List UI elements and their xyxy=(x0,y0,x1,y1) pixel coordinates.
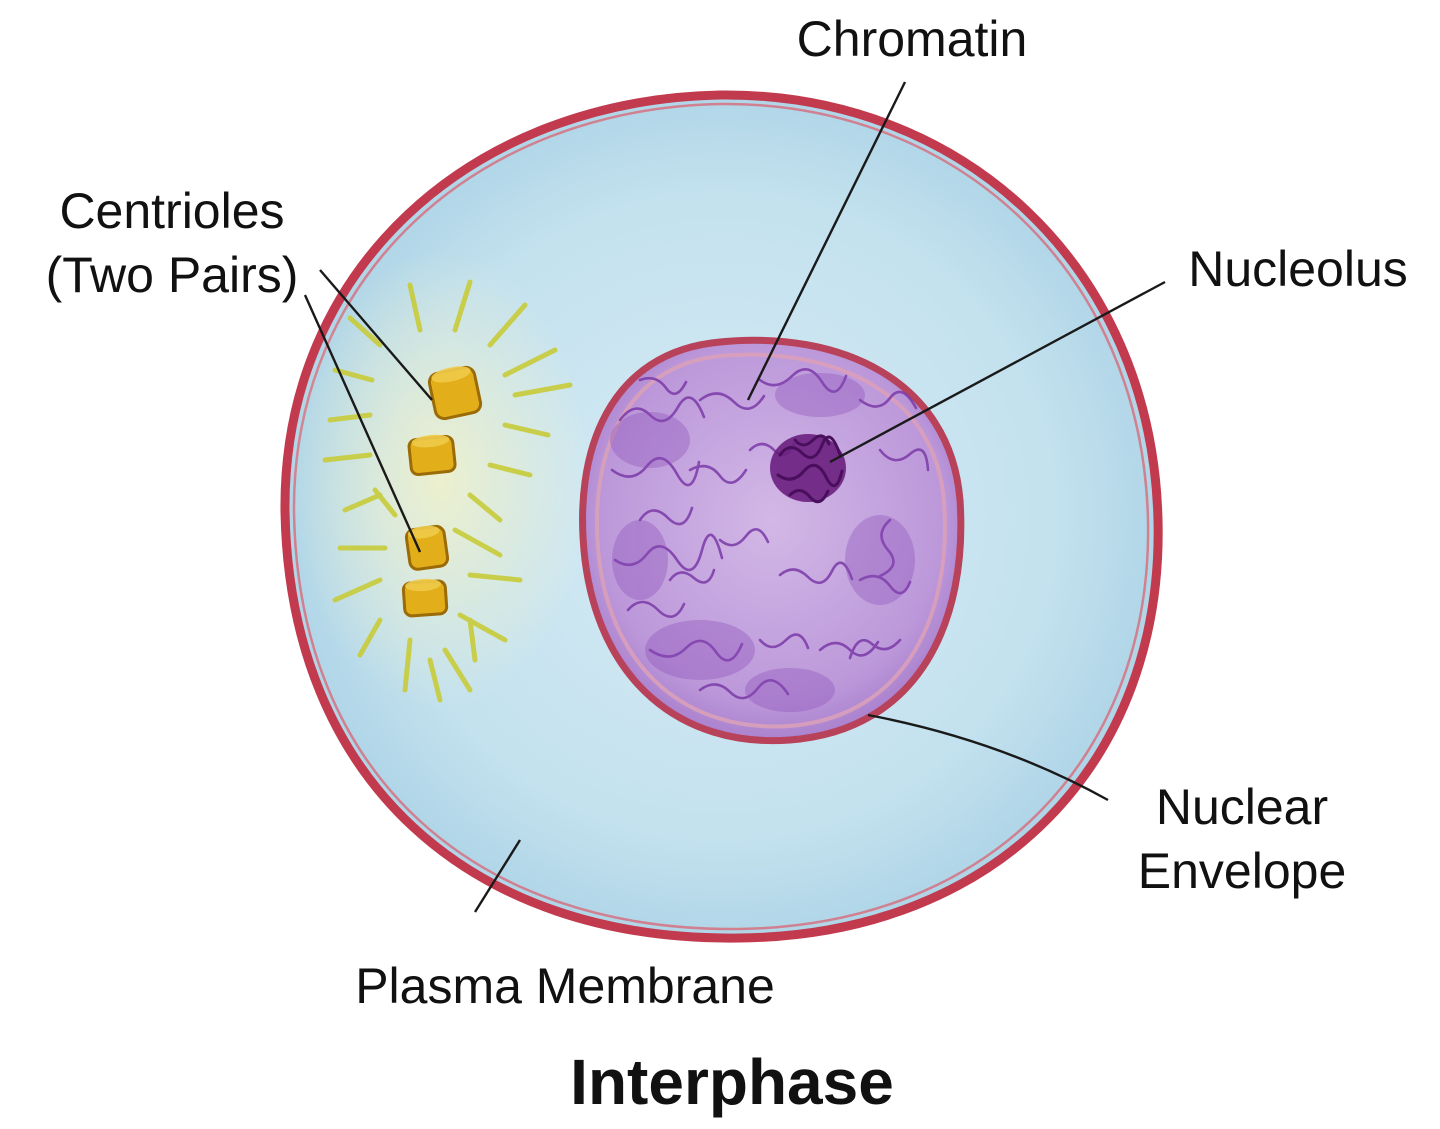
chromatin-leader xyxy=(746,81,907,401)
centriole xyxy=(427,365,483,421)
chromatin-label: Chromatin xyxy=(797,11,1028,67)
centrioles-label-line2: (Two Pairs) xyxy=(46,247,299,303)
labels: Chromatin Centrioles (Two Pairs) Nucleol… xyxy=(46,11,1408,1118)
centrioles-leader-upper xyxy=(319,269,433,401)
plasma-membrane-leader xyxy=(473,839,522,913)
nucleolus xyxy=(770,434,846,504)
nuclear-envelope xyxy=(579,336,965,745)
nuclear-envelope-label-line1: Nuclear xyxy=(1156,779,1328,835)
nuclear-envelope-inner xyxy=(595,352,947,729)
chromatin-blotches xyxy=(610,373,915,712)
nucleolus-label: Nucleolus xyxy=(1188,241,1408,297)
centrioles xyxy=(401,365,483,618)
centriole xyxy=(404,524,450,571)
nuclear-envelope-label-line2: Envelope xyxy=(1138,843,1347,899)
plasma-membrane-label: Plasma Membrane xyxy=(355,958,775,1014)
centriole xyxy=(407,434,457,477)
nucleus xyxy=(579,336,965,745)
plasma-membrane xyxy=(280,90,1163,943)
centrioles-leader-lower xyxy=(303,294,422,553)
aster xyxy=(290,250,590,710)
nuclear-envelope-leader xyxy=(867,713,1109,802)
leader-lines xyxy=(303,81,1166,913)
chromatin-threads xyxy=(610,368,930,700)
centrioles-label-line1: Centrioles xyxy=(59,183,284,239)
diagram-title: Interphase xyxy=(570,1046,894,1118)
centriole xyxy=(401,578,449,618)
nucleolus-leader xyxy=(829,280,1166,464)
